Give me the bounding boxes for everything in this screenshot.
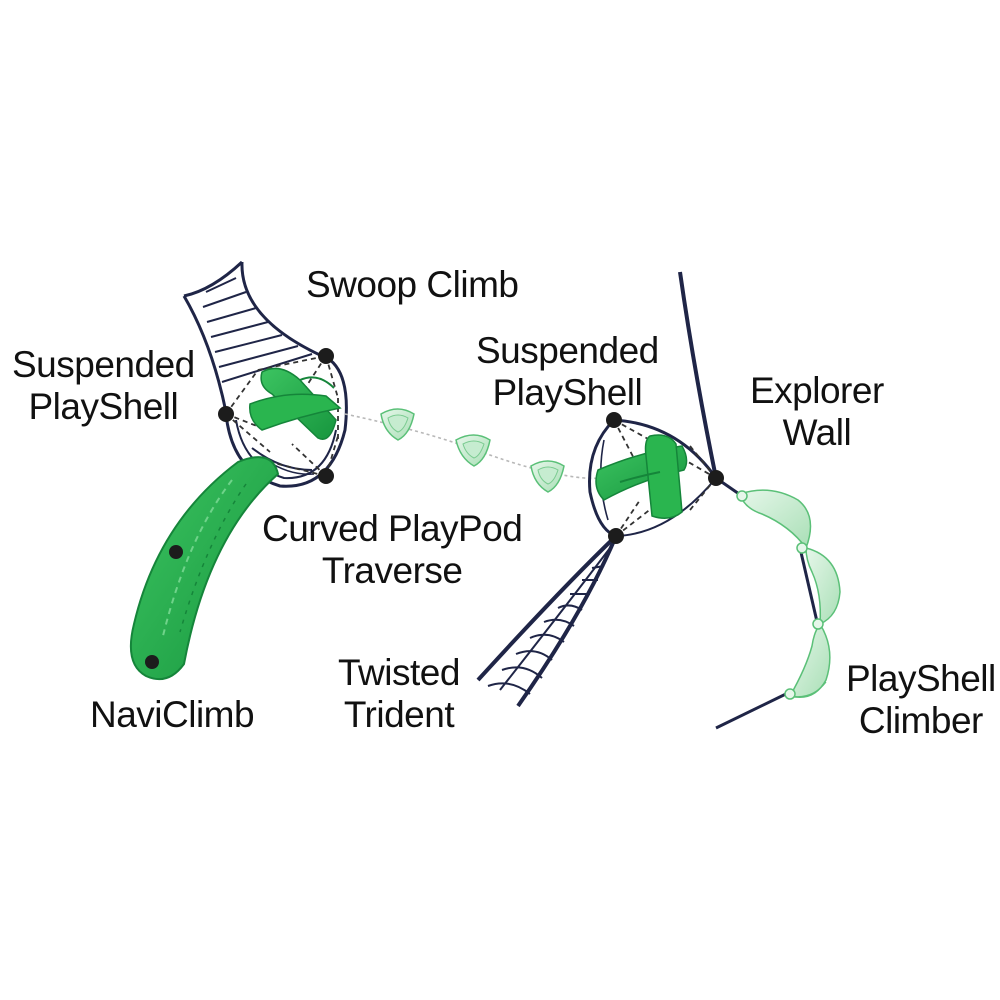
label-line: PlayShell (28, 386, 179, 427)
label-line: Suspended (12, 344, 195, 385)
node-left-mid (218, 406, 234, 422)
label-line: Trident (343, 694, 455, 735)
label-line: NaviClimb (90, 694, 255, 735)
node-right-top (606, 412, 622, 428)
playshell-green-bands-left (249, 367, 342, 440)
node-naviclimb-bottom (145, 655, 159, 669)
label-curved-playpod-traverse: Curved PlayPod Traverse (262, 508, 523, 592)
label-suspended-playshell-right: Suspended PlayShell (476, 330, 659, 414)
label-line: Swoop Climb (306, 264, 519, 305)
label-line: PlayShell (846, 658, 996, 699)
swoop-climb (182, 260, 323, 413)
label-playshell-climber: PlayShell Climber (846, 658, 996, 742)
label-line: PlayShell (492, 372, 643, 413)
playshell-climber (715, 489, 841, 730)
connection-nodes (145, 348, 724, 669)
label-naviclimb: NaviClimb (90, 694, 255, 736)
label-twisted-trident: Twisted Trident (338, 652, 460, 736)
node-explorer-wall (708, 470, 724, 486)
label-line: Curved PlayPod (262, 508, 523, 549)
label-explorer-wall: Explorer Wall (750, 370, 884, 454)
naviclimb (130, 456, 280, 680)
label-line: Traverse (321, 550, 463, 591)
node-left-top (318, 348, 334, 364)
playshell-green-bands-right (595, 434, 688, 519)
node-left-bottom (318, 468, 334, 484)
label-line: Climber (858, 700, 983, 741)
label-line: Explorer (750, 370, 884, 411)
twisted-trident (476, 534, 618, 708)
label-line: Twisted (338, 652, 460, 693)
label-line: Suspended (476, 330, 659, 371)
label-suspended-playshell-left: Suspended PlayShell (12, 344, 195, 428)
node-trident (608, 528, 624, 544)
node-naviclimb-top (169, 545, 183, 559)
label-swoop-climb: Swoop Climb (306, 264, 519, 306)
curved-playpod-traverse (344, 408, 601, 493)
label-line: Wall (782, 412, 852, 453)
